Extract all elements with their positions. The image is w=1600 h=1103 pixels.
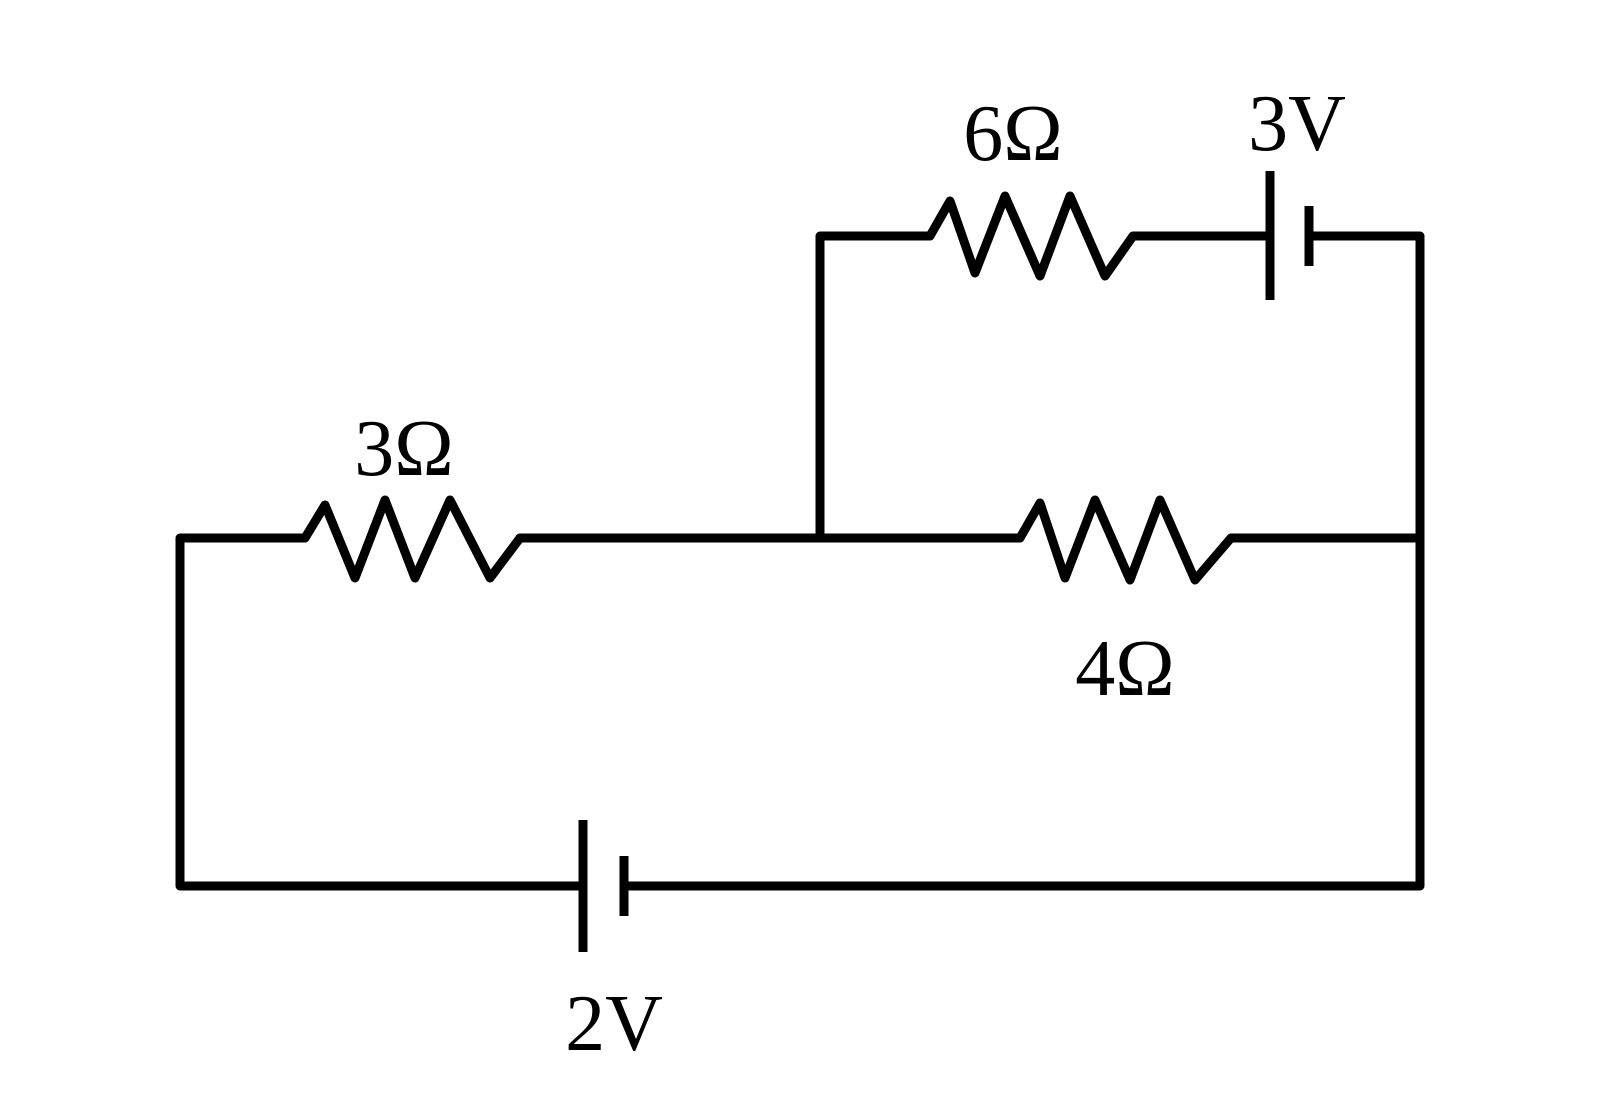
label-resistor-4-ohm: 4Ω bbox=[1075, 625, 1174, 713]
resistor-6-ohm bbox=[925, 191, 1138, 281]
label-battery-2v: 2V bbox=[565, 980, 663, 1068]
resistor-4-ohm bbox=[1015, 495, 1236, 585]
label-resistor-6-ohm: 6Ω bbox=[963, 90, 1062, 178]
label-resistor-3-ohm: 3Ω bbox=[354, 405, 453, 493]
wire-left-top bbox=[175, 533, 588, 891]
wire-bottom-right bbox=[619, 231, 1425, 891]
label-battery-3v: 3V bbox=[1248, 80, 1346, 168]
resistor-3-ohm bbox=[300, 495, 525, 583]
wire-upper-branch-left bbox=[815, 231, 935, 543]
